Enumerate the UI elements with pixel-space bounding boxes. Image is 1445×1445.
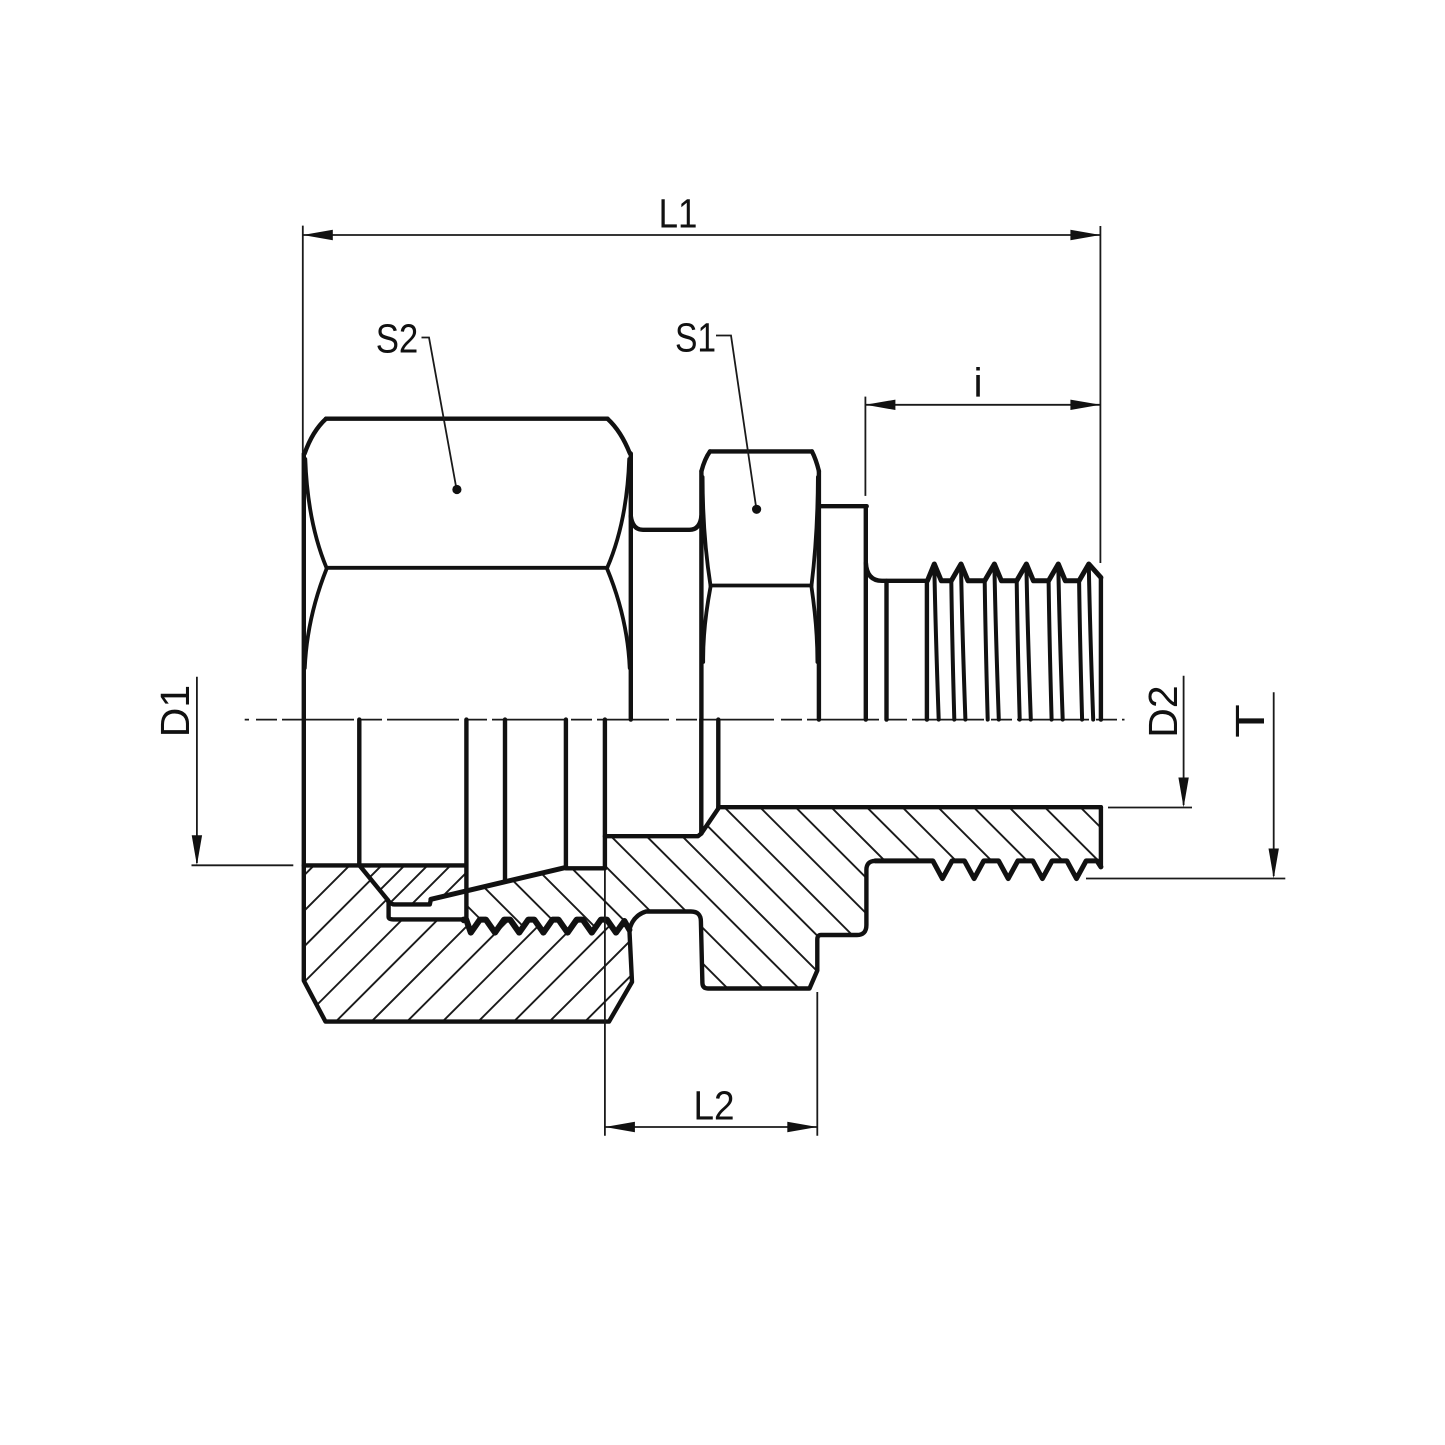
svg-text:S2: S2 bbox=[376, 317, 419, 362]
svg-text:L1: L1 bbox=[659, 192, 698, 237]
svg-text:i: i bbox=[973, 360, 982, 406]
svg-text:S1: S1 bbox=[675, 314, 716, 360]
svg-text:T: T bbox=[1228, 704, 1273, 738]
svg-text:L2: L2 bbox=[693, 1084, 734, 1129]
svg-text:D1: D1 bbox=[152, 685, 198, 737]
svg-text:D2: D2 bbox=[1140, 685, 1186, 737]
